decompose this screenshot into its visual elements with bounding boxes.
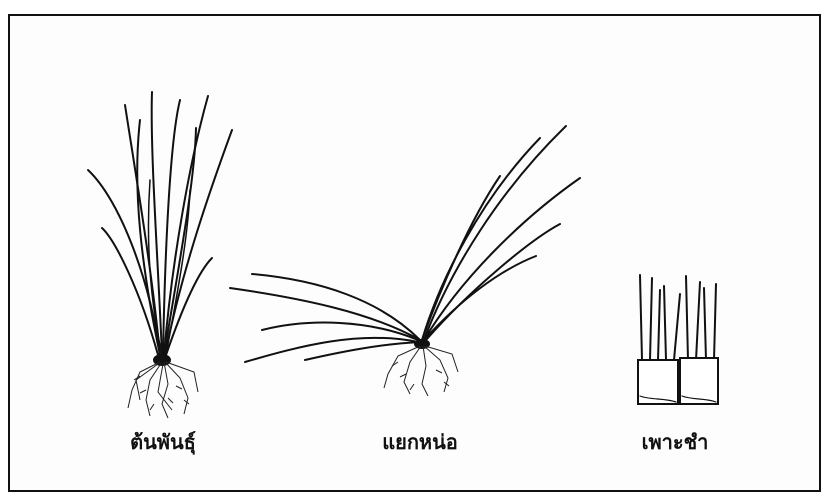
- nursery-pots-icon: [638, 275, 718, 404]
- split-tillers-icon: [230, 126, 580, 362]
- split-tillers-roots: [384, 346, 458, 396]
- panel-label-nursery: เพาะชำ: [642, 426, 709, 458]
- mother-plant-roots: [128, 362, 198, 418]
- panel-label-split-tillers: แยกหน่อ: [382, 426, 458, 458]
- mother-plant-icon: [88, 92, 232, 365]
- panel-label-mother-plant: ต้นพันธุ์: [130, 426, 196, 458]
